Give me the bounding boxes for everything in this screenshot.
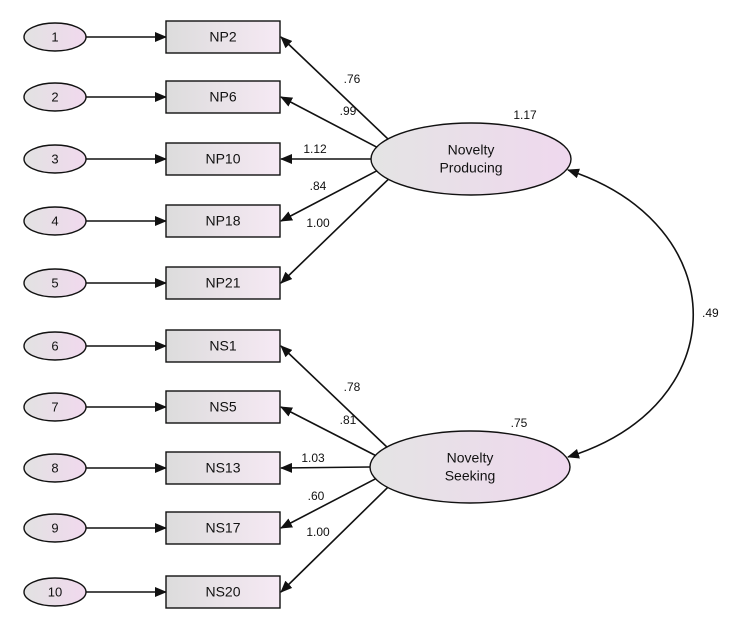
indicator-label-ns17: NS17 — [205, 520, 240, 536]
loading-arrow-np21 — [280, 177, 391, 284]
indicator-box-ns17 — [165, 511, 281, 545]
loading-label-ns5: .81 — [340, 413, 357, 427]
indicator-label-ns20: NS20 — [205, 584, 240, 600]
error-label-4: 4 — [51, 213, 58, 228]
latent-name-line2-novelty-producing: Producing — [439, 160, 502, 176]
indicator-label-ns1: NS1 — [209, 338, 236, 354]
covariance-arrow — [567, 168, 695, 459]
indicator-label-ns5: NS5 — [209, 399, 236, 415]
latent-name-line1-novelty-producing: Novelty — [448, 142, 495, 158]
indicator-box-np21 — [165, 266, 281, 300]
error-term-7 — [23, 392, 87, 422]
error-label-2: 2 — [51, 89, 58, 104]
loading-arrow-ns1 — [280, 345, 389, 449]
error-term-4 — [23, 206, 87, 236]
loading-label-np18: .84 — [310, 179, 327, 193]
error-term-10 — [23, 577, 87, 607]
latent-novelty-producing — [370, 122, 572, 196]
loading-arrow-np2 — [280, 36, 390, 141]
loading-arrow-np18 — [280, 169, 380, 222]
loading-arrow-ns5 — [280, 406, 378, 458]
indicator-label-np18: NP18 — [205, 213, 240, 229]
loading-label-ns13: 1.03 — [301, 451, 325, 465]
loading-arrow-np6 — [280, 96, 380, 149]
loading-label-np2: .76 — [344, 72, 361, 86]
indicator-box-ns20 — [165, 575, 281, 609]
loading-label-ns17: .60 — [308, 489, 325, 503]
latent-novelty-seeking — [369, 430, 571, 504]
latent-name-line1-novelty-seeking: Novelty — [447, 450, 494, 466]
error-label-8: 8 — [51, 460, 58, 475]
latent-name-line2-novelty-seeking: Seeking — [445, 468, 496, 484]
error-term-3 — [23, 144, 87, 174]
error-label-6: 6 — [51, 338, 58, 353]
error-label-5: 5 — [51, 275, 58, 290]
indicator-box-np18 — [165, 204, 281, 238]
indicator-label-np21: NP21 — [205, 275, 240, 291]
loading-label-ns20: 1.00 — [306, 525, 330, 539]
error-term-6 — [23, 331, 87, 361]
error-term-9 — [23, 513, 87, 543]
error-label-9: 9 — [51, 520, 58, 535]
indicator-box-ns5 — [165, 390, 281, 424]
loading-label-ns1: .78 — [344, 380, 361, 394]
loading-arrow-ns13 — [280, 462, 371, 473]
indicator-box-ns1 — [165, 329, 281, 363]
nodes-layer — [23, 20, 572, 609]
indicator-box-ns13 — [165, 451, 281, 485]
edges-layer — [86, 32, 695, 597]
error-term-5 — [23, 268, 87, 298]
indicator-label-np10: NP10 — [205, 151, 240, 167]
indicator-label-np6: NP6 — [209, 89, 236, 105]
loading-arrow-ns17 — [280, 476, 379, 529]
indicator-label-ns13: NS13 — [205, 460, 240, 476]
indicator-label-np2: NP2 — [209, 29, 236, 45]
error-label-7: 7 — [51, 399, 58, 414]
variance-label-novelty-seeking: .75 — [511, 416, 528, 430]
variance-label-novelty-producing: 1.17 — [513, 108, 537, 122]
indicator-box-np6 — [165, 80, 281, 114]
loading-label-np21: 1.00 — [306, 216, 330, 230]
error-term-8 — [23, 453, 87, 483]
error-term-1 — [23, 22, 87, 52]
error-label-3: 3 — [51, 151, 58, 166]
indicator-box-np10 — [165, 142, 281, 176]
loading-label-np6: .99 — [340, 104, 357, 118]
error-label-10: 10 — [48, 584, 62, 599]
error-term-2 — [23, 82, 87, 112]
error-label-1: 1 — [51, 29, 58, 44]
indicator-box-np2 — [165, 20, 281, 54]
loading-label-np10: 1.12 — [303, 142, 327, 156]
covariance-label: .49 — [702, 306, 719, 320]
labels-layer: 12345678910NP2NP6NP10NP18NP21NS1NS5NS13N… — [48, 29, 719, 600]
loading-arrow-ns20 — [280, 485, 390, 593]
